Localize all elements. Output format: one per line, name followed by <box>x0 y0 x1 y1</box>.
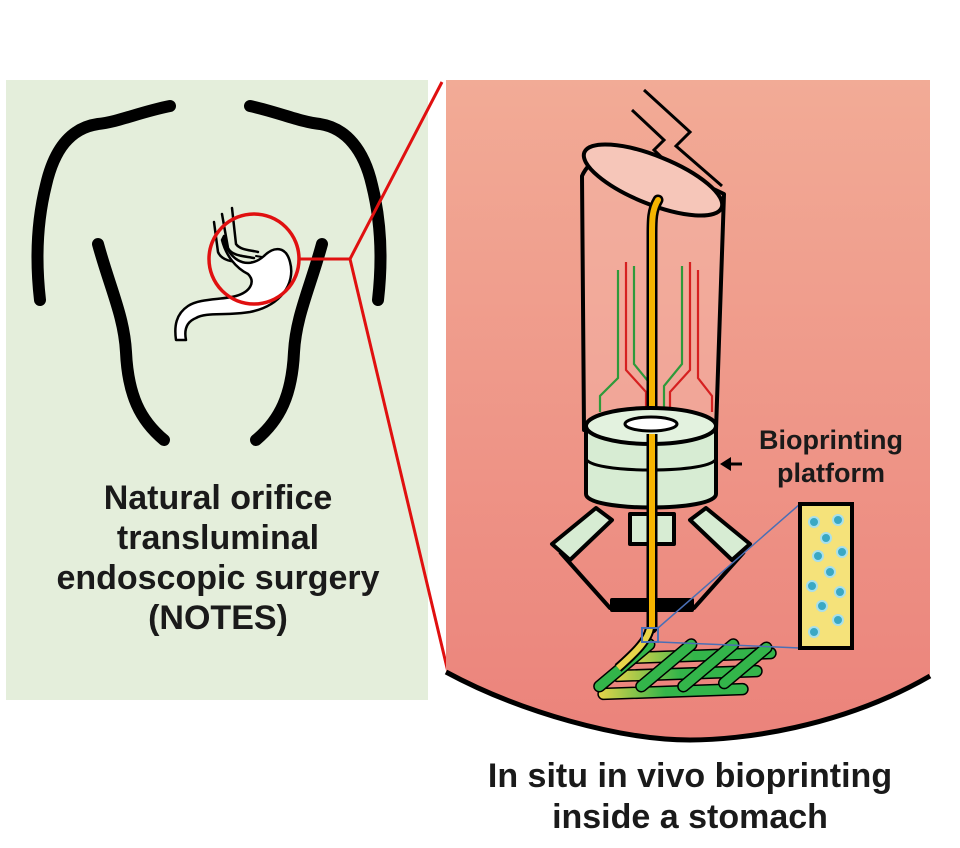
platform-label-line-1: Bioprinting <box>759 425 903 455</box>
notes-caption: Natural orifice transluminal endoscopic … <box>6 478 430 638</box>
arrow-icon <box>720 457 742 471</box>
stomach-icon <box>174 234 293 342</box>
bioink-zoom <box>641 502 854 650</box>
bioprinting-caption: In situ in vivo bioprinting inside a sto… <box>430 756 950 838</box>
notes-caption-line-4: (NOTES) <box>148 599 288 637</box>
notes-caption-line-2: transluminal <box>116 519 320 557</box>
notes-panel-background <box>6 80 428 700</box>
printed-scaffold <box>593 626 777 701</box>
cell-icon <box>806 514 848 638</box>
notes-caption-line-3: endoscopic surgery <box>56 559 380 597</box>
bioprinting-platform-label: Bioprinting platform <box>724 424 938 490</box>
notes-caption-line-1: Natural orifice <box>103 479 333 517</box>
zoom-connector-lines <box>298 81 450 673</box>
torso-outline-icon <box>31 100 387 446</box>
platform-label-line-2: platform <box>777 458 885 488</box>
stomach-wall-curve <box>444 669 932 743</box>
bioprinting-caption-line-1: In situ in vivo bioprinting <box>487 757 893 795</box>
bioprinting-caption-line-2: inside a stomach <box>552 798 828 836</box>
